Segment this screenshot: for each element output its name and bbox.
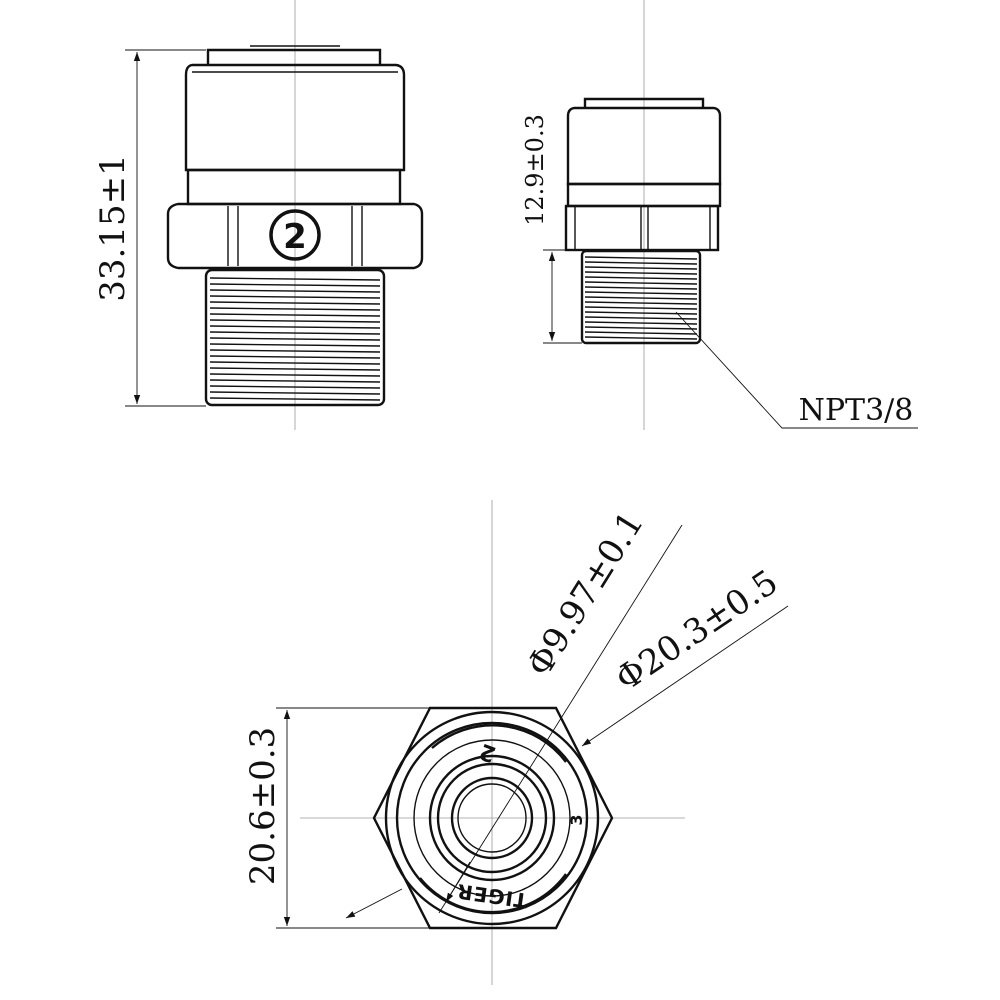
thread-line xyxy=(584,281,698,285)
thread-line xyxy=(209,295,381,299)
ring-mark-2: 3 xyxy=(567,814,586,825)
thread-line xyxy=(584,276,698,280)
side-hex-nut xyxy=(564,204,720,252)
end-bore xyxy=(450,776,534,860)
dim-height-overall: 33.15±1 xyxy=(93,154,133,301)
thread-line xyxy=(209,397,381,401)
dim-hex-flat: 20.6±0.3 xyxy=(243,727,283,885)
thread-line xyxy=(584,271,698,275)
thread-line xyxy=(209,307,381,311)
thread-line xyxy=(209,283,381,287)
front-hex-nut xyxy=(166,202,424,270)
thread-line xyxy=(209,289,381,293)
thread-line xyxy=(584,286,698,290)
end-outer-ring xyxy=(384,710,600,926)
thread-leader xyxy=(675,311,918,429)
end-collet-ring xyxy=(428,754,556,882)
thread-line xyxy=(209,277,381,281)
side-cap xyxy=(583,97,705,108)
thread-line xyxy=(209,337,381,341)
badge-circle xyxy=(269,209,321,261)
dim-dia-outer: Φ20.3±0.5 xyxy=(609,562,786,699)
side-thread-lines xyxy=(584,256,698,340)
thread-line xyxy=(209,367,381,371)
thread-line xyxy=(584,321,698,325)
thread-line xyxy=(584,266,698,270)
dim-height-body: 12.9±0.3 xyxy=(521,114,549,226)
front-thread-lines xyxy=(209,277,381,401)
thread-line xyxy=(584,296,698,300)
front-collet-body xyxy=(184,63,406,172)
thread-line xyxy=(584,301,698,305)
thread-line xyxy=(209,349,381,353)
front-collar xyxy=(186,168,402,206)
dia-outer-leader xyxy=(581,605,789,747)
thread-line xyxy=(584,311,698,315)
front-thread xyxy=(204,268,386,407)
thread-line xyxy=(584,256,698,260)
thread-line xyxy=(209,313,381,317)
thread-line xyxy=(209,325,381,329)
end-ring-3 xyxy=(413,739,571,897)
thread-line xyxy=(209,343,381,347)
end-view: 2 3 TIGER 20.6±0.3 Φ9.97±0.1 Φ20.3±0.5 xyxy=(243,500,789,985)
thread-line xyxy=(209,355,381,359)
thread-line xyxy=(209,379,381,383)
end-ring-arc-top xyxy=(431,724,567,763)
badge-number: 2 xyxy=(283,217,307,257)
thread-line xyxy=(209,331,381,335)
front-view: 2 33.15±1 xyxy=(93,0,424,430)
end-hex xyxy=(372,706,614,930)
end-collet-inner xyxy=(436,762,548,874)
thread-line xyxy=(209,301,381,305)
dia-inner-leader xyxy=(438,524,683,914)
end-ring-arc-bottom xyxy=(419,873,567,914)
front-cap xyxy=(206,48,382,65)
thread-line xyxy=(209,319,381,323)
thread-line xyxy=(584,291,698,295)
thread-line xyxy=(584,306,698,310)
thread-line xyxy=(584,316,698,320)
thread-line xyxy=(584,331,698,335)
ring-mark-1: 2 xyxy=(476,738,499,767)
thread-line xyxy=(209,361,381,365)
side-thread xyxy=(580,249,702,345)
thread-spec: NPT3/8 xyxy=(799,393,914,428)
thread-line xyxy=(584,326,698,330)
thread-line xyxy=(209,385,381,389)
thread-line xyxy=(209,373,381,377)
thread-line xyxy=(584,261,698,265)
thread-line xyxy=(209,391,381,395)
side-view: 12.9±0.3 NPT3/8 xyxy=(521,0,918,430)
thread-line xyxy=(584,336,698,340)
end-bore-inner xyxy=(457,783,527,853)
